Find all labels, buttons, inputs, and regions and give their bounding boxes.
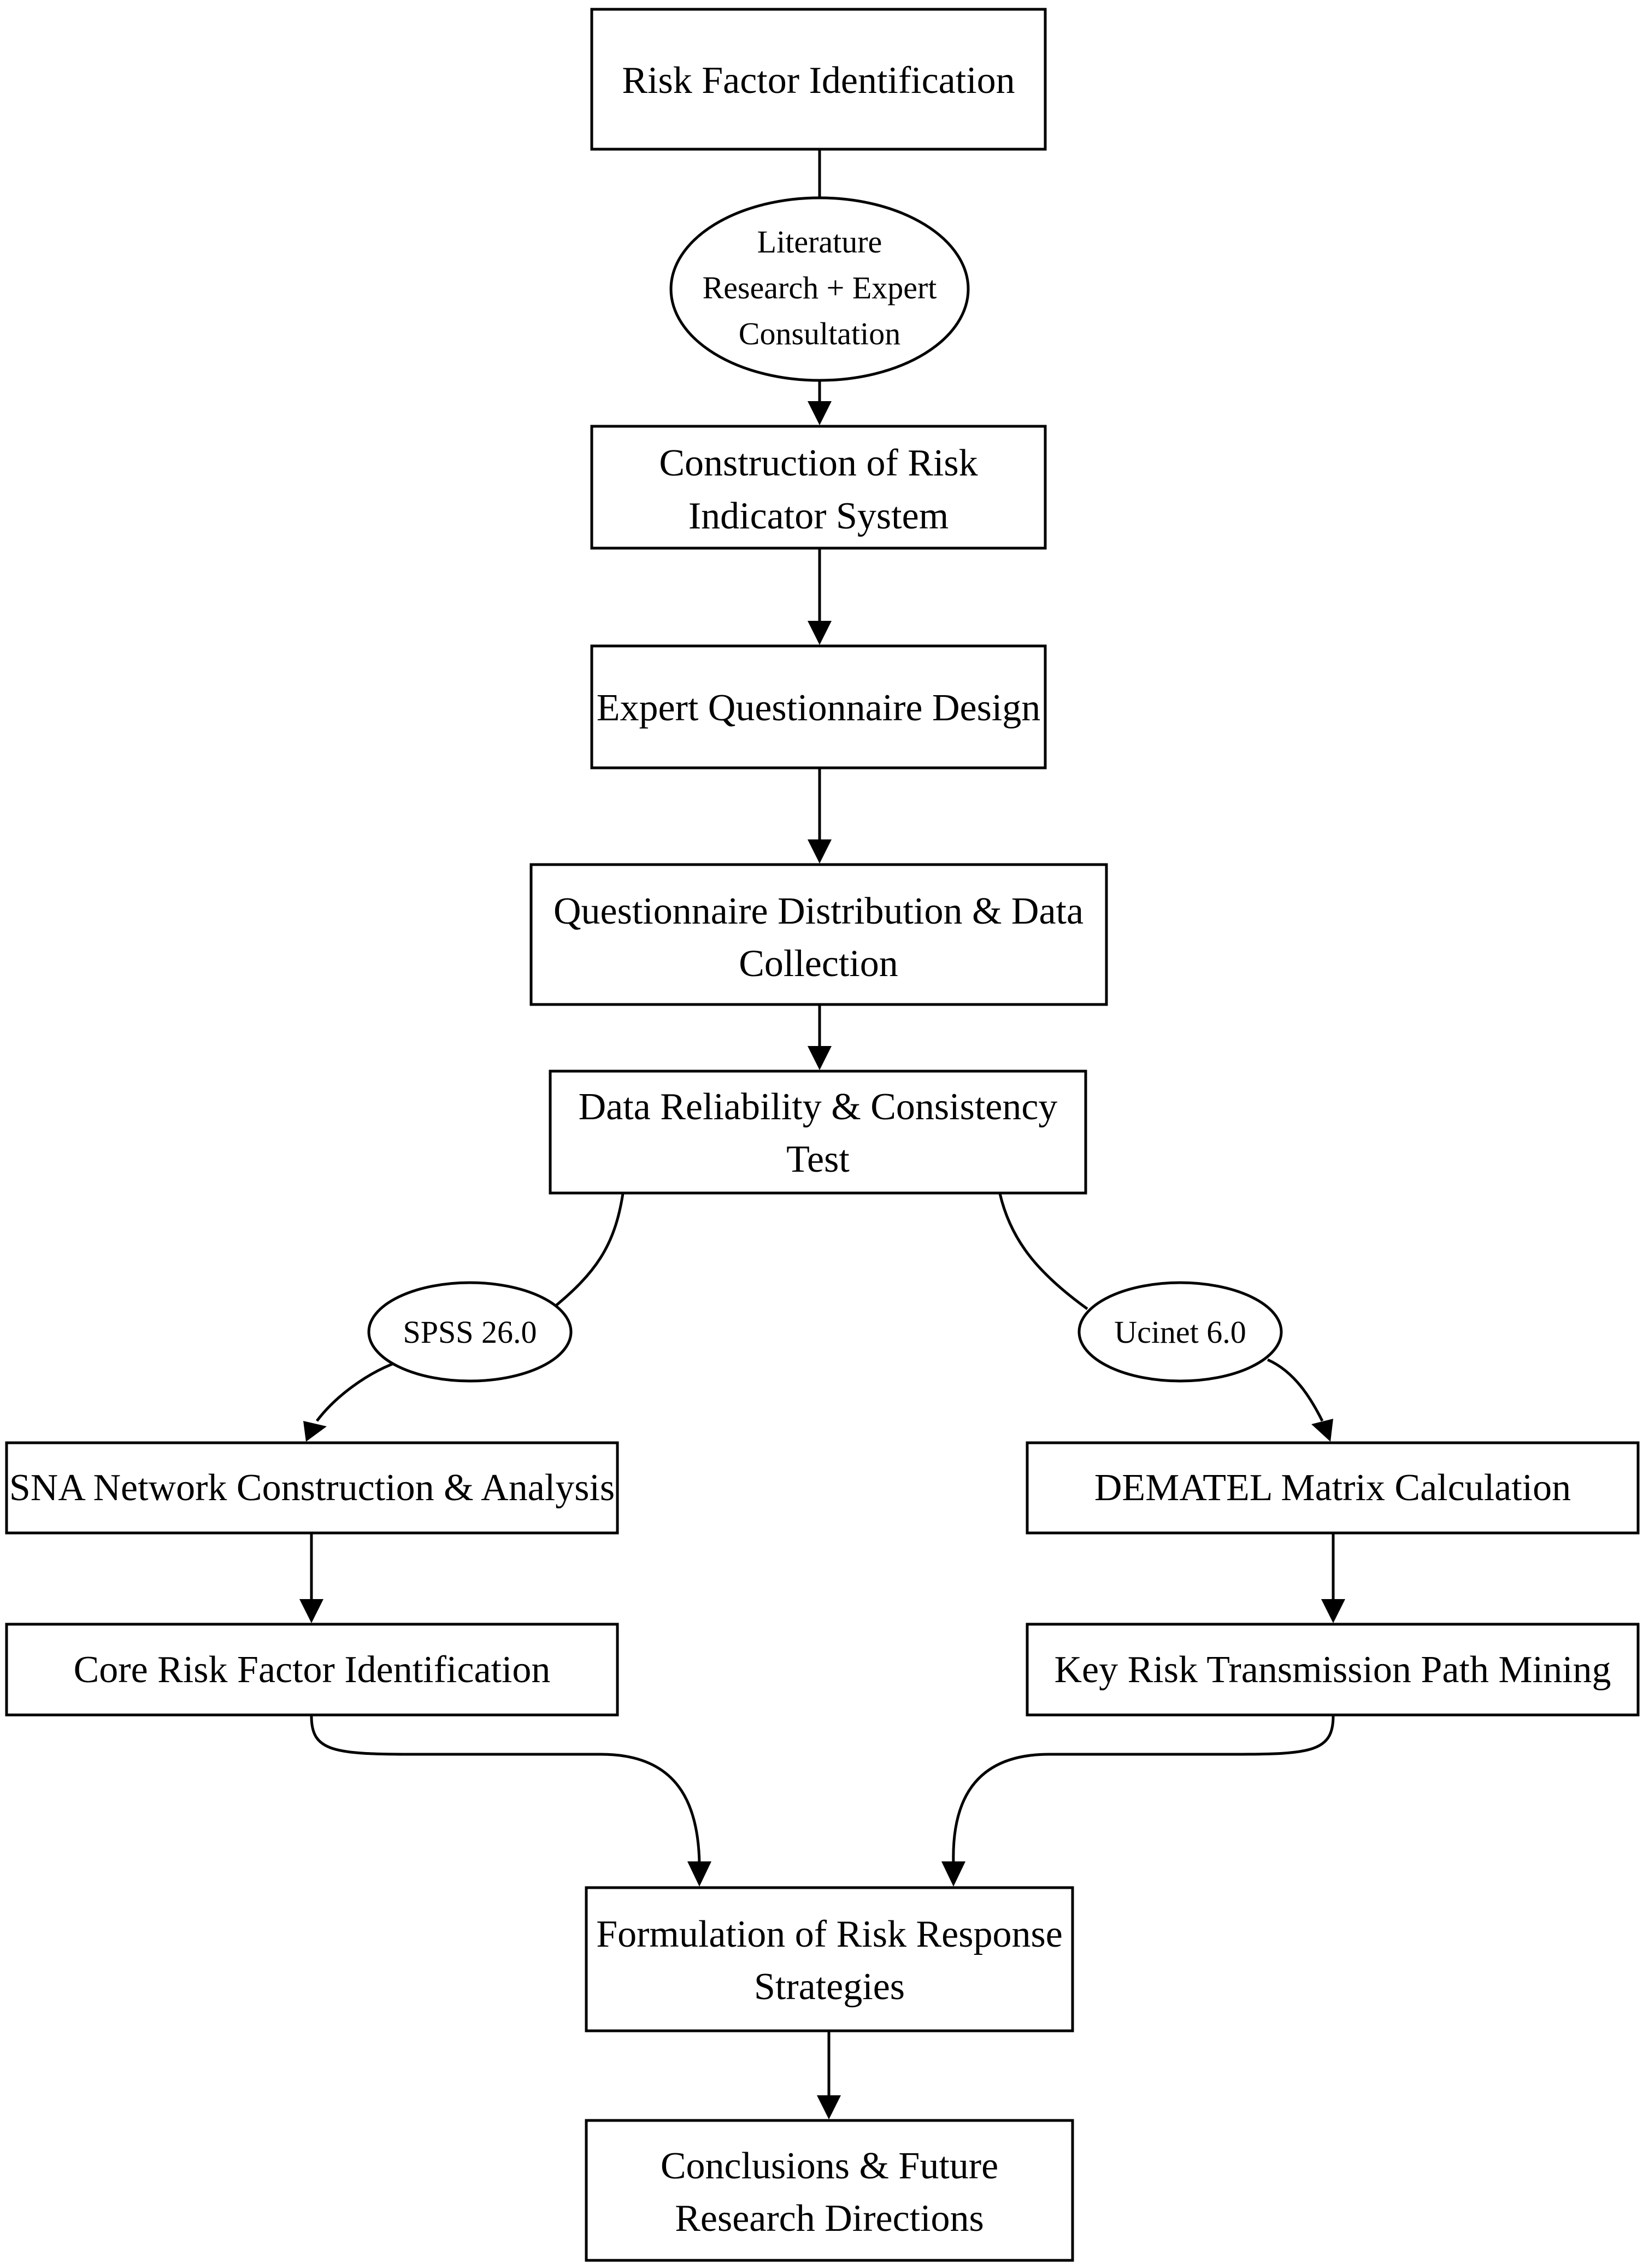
node-label-line: Research + Expert: [703, 270, 937, 305]
node-label-line: Consultation: [739, 316, 900, 351]
node-label-line: Literature: [757, 224, 882, 260]
node-ucinet: Ucinet 6.0: [1077, 1281, 1283, 1383]
node-label: Expert Questionnaire Design: [597, 687, 1041, 729]
node-label: SPSS 26.0: [403, 1314, 537, 1350]
node-spss: SPSS 26.0: [367, 1281, 573, 1383]
node-label-line: Indicator System: [688, 495, 949, 537]
node-label-line: Research Directions: [675, 2198, 984, 2240]
arrowhead: [808, 401, 832, 425]
node-risk-response-strategies: Formulation of Risk Response Strategies: [585, 1886, 1074, 2032]
node-label: SNA Network Construction & Analysis: [9, 1467, 615, 1509]
node-label-line: Formulation of Risk Response: [596, 1913, 1063, 1955]
arrowhead: [941, 1861, 965, 1887]
nodes: Risk Factor Identification Literature Re…: [5, 8, 1640, 2262]
node-key-risk-path: Key Risk Transmission Path Mining: [1026, 1623, 1640, 1717]
arrowhead: [808, 1046, 832, 1070]
node-label-line: Data Reliability & Consistency: [579, 1086, 1058, 1128]
arrowhead: [808, 621, 832, 645]
node-label: Risk Factor Identification: [622, 60, 1015, 102]
arrowhead: [1311, 1419, 1333, 1442]
edge-spss-to-sna: [316, 1358, 405, 1422]
arrowhead: [1321, 1599, 1345, 1623]
edge-reliability-to-ucinet: [998, 1193, 1088, 1311]
arrowhead: [687, 1861, 711, 1887]
connectors: [299, 150, 1345, 2119]
node-risk-factor-identification: Risk Factor Identification: [590, 8, 1047, 151]
edge-ucinet-to-dematel: [1267, 1358, 1324, 1422]
edge-core-risk-to-strategies: [310, 1715, 701, 1864]
edge-reliability-to-spss: [551, 1193, 625, 1310]
node-label-line: Test: [786, 1138, 850, 1180]
node-label-line: Strategies: [754, 1966, 905, 2008]
edge-key-path-to-strategies: [952, 1715, 1335, 1864]
node-questionnaire-distribution: Questionnaire Distribution & Data Collec…: [529, 863, 1108, 1006]
arrowhead: [299, 1599, 323, 1623]
node-label-line: Conclusions & Future: [661, 2145, 998, 2187]
node-label-line: Construction of Risk: [659, 442, 977, 484]
node-label: Ucinet 6.0: [1114, 1314, 1246, 1350]
node-dematel-matrix: DEMATEL Matrix Calculation: [1026, 1441, 1640, 1535]
node-literature-research: Literature Research + Expert Consultatio…: [669, 196, 970, 382]
node-data-reliability-test: Data Reliability & Consistency Test: [549, 1070, 1087, 1195]
arrowhead: [808, 839, 832, 863]
node-conclusions: Conclusions & Future Research Directions: [585, 2119, 1074, 2262]
node-expert-questionnaire-design: Expert Questionnaire Design: [590, 644, 1047, 769]
arrowhead: [817, 2095, 841, 2119]
node-sna-network: SNA Network Construction & Analysis: [5, 1441, 619, 1535]
arrowhead: [303, 1421, 327, 1442]
node-core-risk-factor: Core Risk Factor Identification: [5, 1623, 619, 1717]
node-label-line: Collection: [739, 943, 898, 985]
node-label: DEMATEL Matrix Calculation: [1094, 1467, 1571, 1509]
node-label: Key Risk Transmission Path Mining: [1054, 1649, 1611, 1691]
node-construction-indicator-system: Construction of Risk Indicator System: [590, 425, 1047, 550]
node-label-line: Questionnaire Distribution & Data: [553, 890, 1083, 932]
node-label: Core Risk Factor Identification: [74, 1649, 551, 1691]
